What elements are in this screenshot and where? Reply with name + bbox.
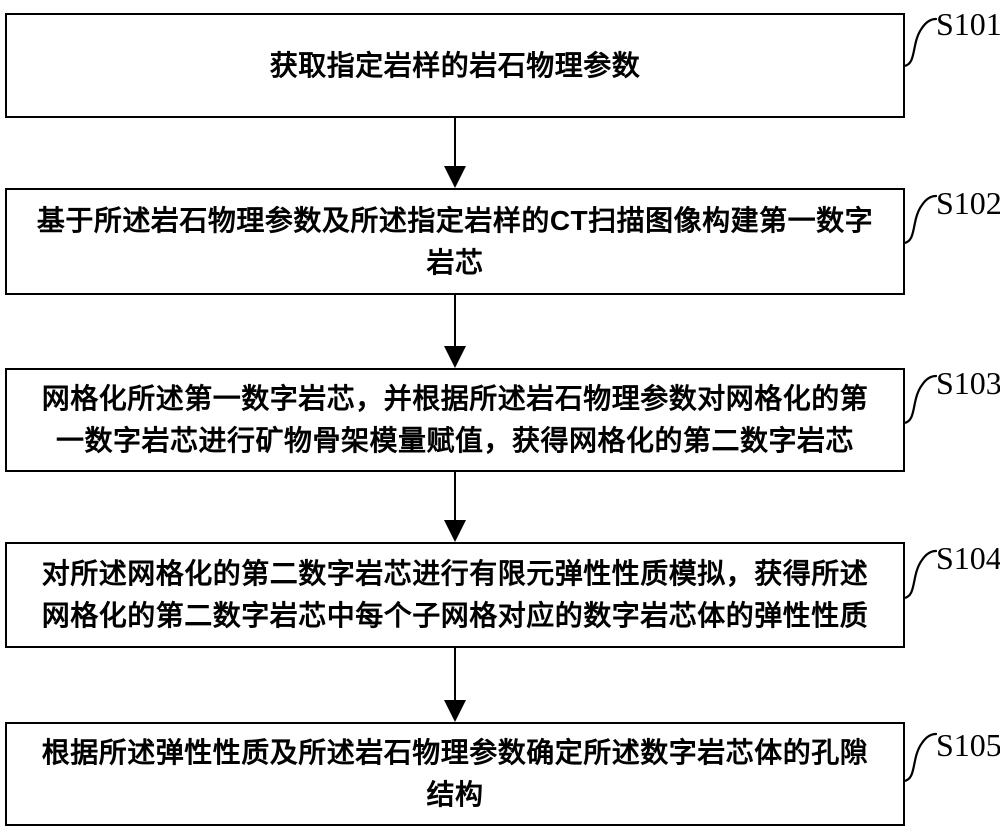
connector-line-1 bbox=[454, 118, 456, 174]
step-box-s101: 获取指定岩样的岩石物理参数 bbox=[5, 13, 905, 118]
step-box-s105: 根据所述弹性性质及所述岩石物理参数确定所述数字岩芯体的孔隙 结构 bbox=[5, 722, 905, 826]
step-box-s103: 网格化所述第一数字岩芯，并根据所述岩石物理参数对网格化的第 一数字岩芯进行矿物骨… bbox=[5, 368, 905, 472]
arrow-down-icon-2 bbox=[444, 346, 466, 368]
arrow-down-icon-4 bbox=[444, 700, 466, 722]
arrow-down-icon-1 bbox=[444, 166, 466, 188]
step-label-s103: S103 bbox=[936, 365, 1000, 401]
leader-line-s105 bbox=[903, 732, 937, 782]
step-label-s101: S101 bbox=[936, 6, 1000, 42]
leader-line-s104 bbox=[903, 549, 937, 599]
connector-line-2 bbox=[454, 295, 456, 354]
connector-line-4 bbox=[454, 648, 456, 708]
step-label-s105: S105 bbox=[936, 727, 1000, 763]
step-text-s103: 网格化所述第一数字岩芯，并根据所述岩石物理参数对网格化的第 一数字岩芯进行矿物骨… bbox=[41, 383, 869, 456]
step-label-s104: S104 bbox=[936, 540, 1000, 576]
step-box-s104: 对所述网格化的第二数字岩芯进行有限元弹性性质模拟，获得所述 网格化的第二数字岩芯… bbox=[5, 542, 905, 648]
connector-line-3 bbox=[454, 472, 456, 528]
leader-line-s101 bbox=[903, 17, 937, 67]
step-label-s102: S102 bbox=[936, 185, 1000, 221]
step-text-s101: 获取指定岩样的岩石物理参数 bbox=[269, 49, 641, 81]
step-text-s105: 根据所述弹性性质及所述岩石物理参数确定所述数字岩芯体的孔隙 结构 bbox=[41, 737, 869, 810]
step-box-s102: 基于所述岩石物理参数及所述指定岩样的CT扫描图像构建第一数字 岩芯 bbox=[5, 188, 905, 295]
step-text-s104: 对所述网格化的第二数字岩芯进行有限元弹性性质模拟，获得所述 网格化的第二数字岩芯… bbox=[41, 558, 869, 631]
arrow-down-icon-3 bbox=[444, 520, 466, 542]
step-text-s102: 基于所述岩石物理参数及所述指定岩样的CT扫描图像构建第一数字 岩芯 bbox=[36, 204, 874, 278]
leader-line-s103 bbox=[903, 374, 937, 424]
leader-line-s102 bbox=[903, 194, 937, 244]
